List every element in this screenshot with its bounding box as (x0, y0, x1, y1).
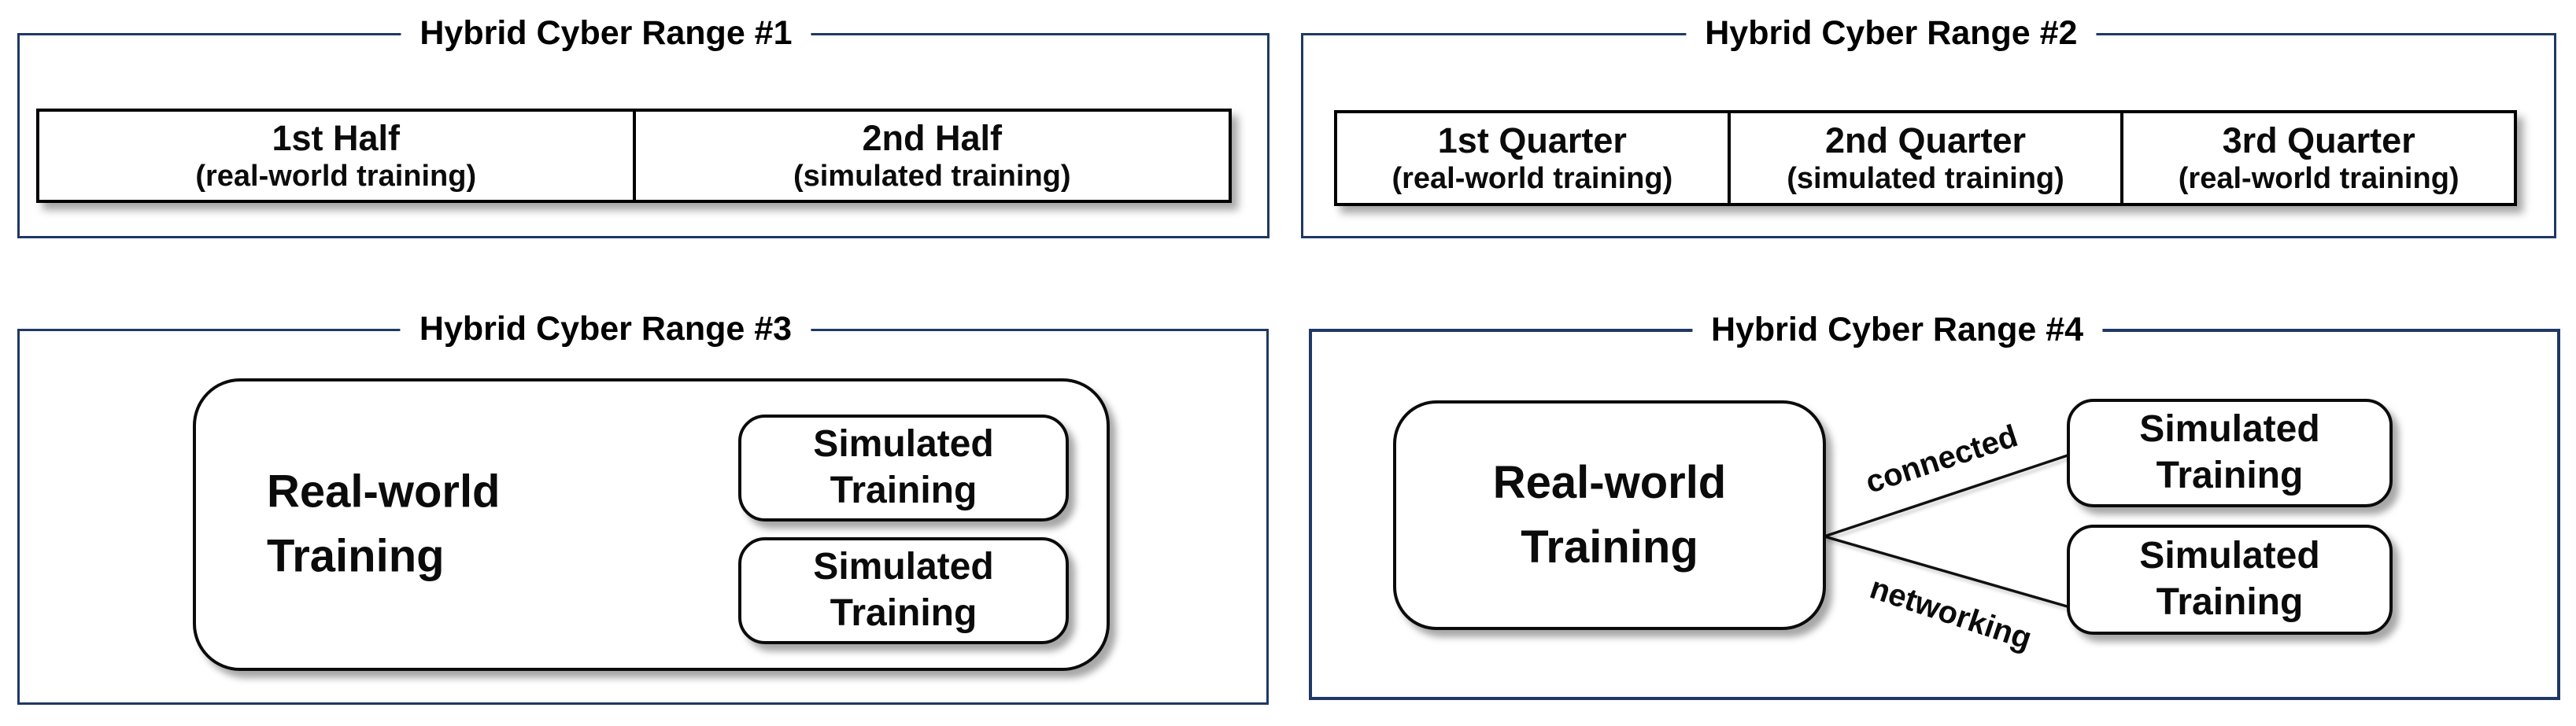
cell-subheading: (simulated training) (1787, 162, 2064, 196)
panel-hybrid-cyber-range-4: Hybrid Cyber Range #4 Real-world Trainin… (1309, 308, 2560, 700)
simulated-training-box: Simulated Training (2067, 399, 2393, 507)
simulated-training-label: Simulated Training (813, 546, 994, 634)
panel-hybrid-cyber-range-2: Hybrid Cyber Range #2 1st Quarter (real-… (1301, 11, 2556, 238)
real-world-training-label: Real-world Training (267, 466, 501, 582)
cell-heading: 1st Half (272, 118, 401, 159)
real-world-training-box: Real-world Training (1393, 400, 1826, 630)
panel-hybrid-cyber-range-1: Hybrid Cyber Range #1 1st Half (real-wor… (17, 11, 1270, 238)
panel-2-title: Hybrid Cyber Range #2 (1686, 11, 2097, 55)
timeline-cell-3rd-quarter: 3rd Quarter (real-world training) (2120, 113, 2514, 203)
simulated-training-box: Simulated Training (738, 537, 1069, 644)
simulated-training-label: Simulated Training (2139, 408, 2320, 496)
timeline-cell-1st-quarter: 1st Quarter (real-world training) (1337, 113, 1728, 203)
cell-subheading: (real-world training) (1391, 162, 1673, 196)
cell-heading: 1st Quarter (1437, 120, 1627, 161)
panel-3-title: Hybrid Cyber Range #3 (400, 307, 811, 351)
panel-2-timeline-bar: 1st Quarter (real-world training) 2nd Qu… (1334, 110, 2517, 206)
connector-line-networking (1824, 535, 2071, 609)
panel-1-timeline-bar: 1st Half (real-world training) 2nd Half … (36, 109, 1232, 203)
cell-subheading: (real-world training) (2178, 162, 2460, 196)
timeline-cell-2nd-half: 2nd Half (simulated training) (632, 112, 1229, 200)
simulated-training-box: Simulated Training (738, 415, 1069, 521)
cell-subheading: (simulated training) (793, 160, 1071, 193)
cell-subheading: (real-world training) (195, 160, 477, 193)
panel-hybrid-cyber-range-3: Hybrid Cyber Range #3 Real-world Trainin… (17, 307, 1269, 705)
simulated-training-box: Simulated Training (2067, 525, 2393, 635)
real-world-training-label: Real-world Training (1492, 456, 1727, 573)
panel-4-title: Hybrid Cyber Range #4 (1691, 308, 2103, 352)
panel-1-title: Hybrid Cyber Range #1 (401, 11, 811, 55)
timeline-cell-1st-half: 1st Half (real-world training) (39, 112, 633, 200)
connector-line-connected (1824, 453, 2071, 538)
timeline-cell-2nd-quarter: 2nd Quarter (simulated training) (1727, 113, 2121, 203)
simulated-training-label: Simulated Training (2139, 535, 2320, 623)
cell-heading: 3rd Quarter (2222, 120, 2415, 161)
connector-lines (1824, 453, 2071, 609)
cell-heading: 2nd Half (862, 118, 1003, 159)
cell-heading: 2nd Quarter (1824, 120, 2027, 161)
simulated-training-label: Simulated Training (813, 423, 994, 511)
